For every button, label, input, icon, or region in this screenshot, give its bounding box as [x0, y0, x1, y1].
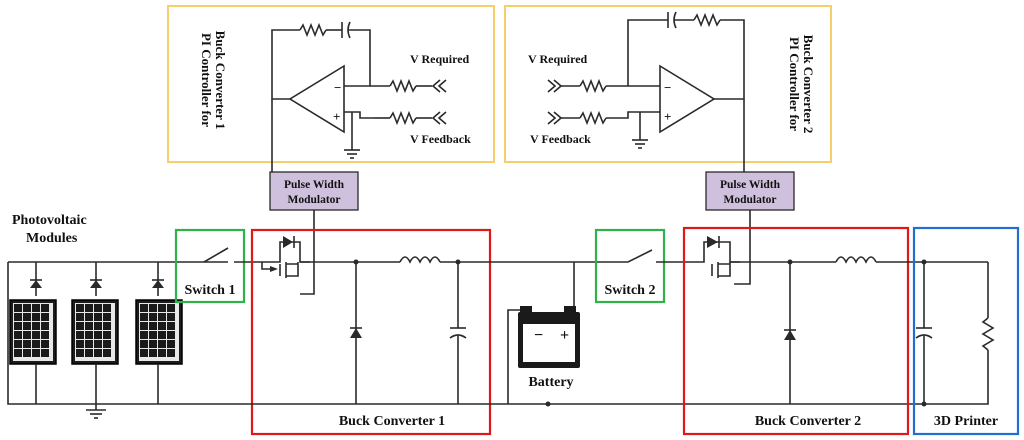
load-resistor: [981, 317, 995, 351]
buck-converter-1-label: Buck Converter 1: [339, 414, 445, 429]
pwm-2-line1: Pulse Width: [720, 179, 781, 191]
pi-2-v-feedback-label: V Feedback: [530, 132, 591, 146]
battery-label: Battery: [528, 375, 573, 390]
buck-converter-2-box: [682, 226, 910, 436]
pi-controller-2-title-line2: Buck Converter 2: [801, 35, 816, 134]
pwm-2-line2: Modulator: [723, 194, 776, 206]
pi-controller-2-box: [504, 5, 832, 163]
pi-controller-1-title-line1: PI Controller for: [199, 33, 214, 127]
pi-1-v-required-label: V Required: [410, 52, 470, 66]
opamp-2-plus: +: [664, 109, 671, 124]
pwm-2-box: [705, 171, 795, 211]
pi-1-v-feedback-label: V Feedback: [410, 132, 471, 146]
battery-icon: [518, 306, 580, 368]
opamp-2-symbol: [659, 64, 716, 134]
pv-label-line2: Modules: [26, 231, 78, 246]
pv-label-line1: Photovoltaic: [12, 213, 87, 228]
switch-1-box: [174, 228, 246, 304]
opamp-1-minus: −: [334, 80, 341, 95]
switch-1-label: Switch 1: [185, 283, 236, 298]
battery-plus-sign: +: [560, 327, 569, 344]
buck-converter-1-box: [250, 228, 492, 436]
switch-2-label: Switch 2: [605, 283, 656, 298]
pi-controller-1-title-line2: Buck Converter 1: [213, 31, 228, 130]
switch-2-box: [594, 228, 666, 304]
printer-box: [912, 226, 1020, 436]
buck-converter-2-label: Buck Converter 2: [755, 414, 861, 429]
pv-diodes: [30, 262, 164, 296]
pv-panel-icon: [9, 299, 183, 365]
pi-controller-1-box: [167, 5, 495, 163]
opamp-1-plus: +: [333, 109, 340, 124]
pwm-1-line2: Modulator: [287, 194, 340, 206]
opamp-1-symbol: [288, 64, 345, 134]
pi-controller-2-title-line1: PI Controller for: [787, 37, 802, 131]
battery-minus-sign: −: [534, 327, 543, 344]
printer-label: 3D Printer: [934, 414, 998, 429]
pwm-1-line1: Pulse Width: [284, 179, 345, 191]
pi-2-v-required-label: V Required: [528, 52, 588, 66]
pwm-1-box: [269, 171, 359, 211]
opamp-2-minus: −: [664, 80, 671, 95]
